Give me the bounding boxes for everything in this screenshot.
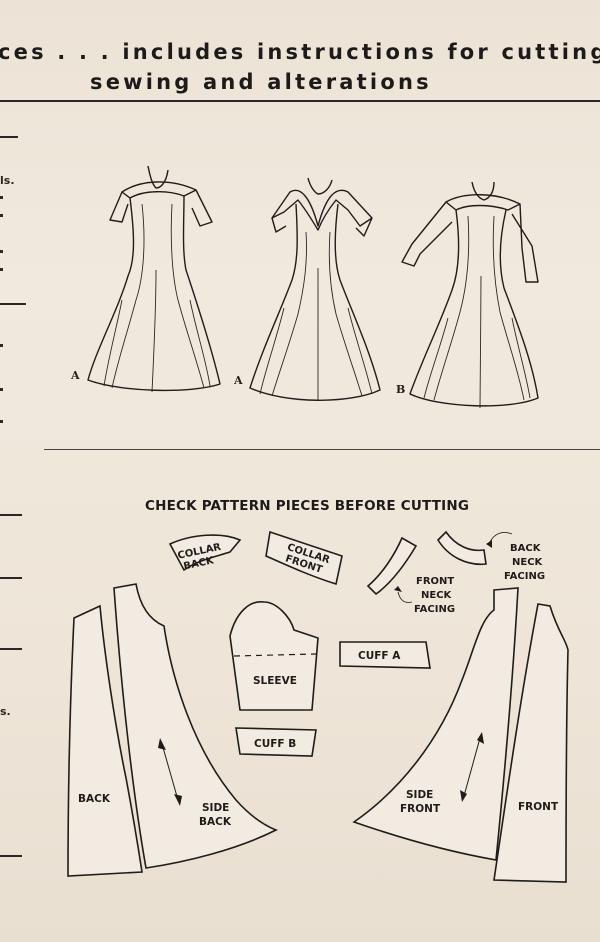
piece-label: SLEEVE — [253, 675, 297, 687]
margin-fragment: ls. — [0, 174, 15, 187]
pattern-check-title: CHECK PATTERN PIECES BEFORE CUTTING — [145, 498, 470, 514]
margin-mark — [0, 196, 3, 199]
view-letter: A — [70, 369, 80, 382]
cuff-a-piece: CUFF A — [339, 641, 431, 669]
margin-rule — [0, 136, 18, 138]
collar-back-piece: COLLAR BACK — [168, 534, 242, 572]
piece-label: BACK — [510, 543, 542, 554]
piece-label: CUFF B — [254, 738, 296, 750]
piece-label: SIDE — [406, 789, 433, 801]
piece-label: SIDE — [202, 802, 229, 814]
front-neck-facing-piece: FRONT NECK FACING — [366, 536, 455, 615]
back-neck-facing-piece: BACK NECK FACING — [436, 530, 545, 582]
margin-rule — [0, 514, 22, 516]
view-b-long-sleeve-dress: B — [396, 181, 539, 409]
side-front-piece: SIDE FRONT — [352, 587, 519, 861]
side-back-piece: SIDE BACK — [113, 583, 278, 869]
header-line-1: ces . . . includes instructions for cutt… — [0, 40, 600, 64]
margin-mark — [0, 268, 3, 271]
margin-mark — [0, 214, 3, 217]
margin-rule — [0, 855, 22, 857]
piece-label: NECK — [512, 557, 544, 568]
view-a-short-sleeve-dress: A — [70, 165, 221, 393]
view-letter: A — [233, 374, 243, 387]
sleeve-piece: SLEEVE — [229, 601, 319, 711]
piece-label: FRONT — [518, 801, 559, 813]
piece-label: FACING — [414, 604, 455, 615]
piece-label: NECK — [421, 590, 453, 601]
margin-rule — [0, 303, 26, 305]
margin-mark — [0, 420, 3, 423]
piece-label: BACK — [199, 816, 232, 828]
view-letter: B — [396, 383, 405, 396]
header-rule — [0, 100, 600, 102]
front-piece: FRONT — [493, 603, 569, 883]
piece-label: CUFF A — [358, 650, 401, 662]
piece-label: FRONT — [400, 803, 441, 815]
view-a-collar-dress: A — [233, 177, 381, 401]
header-line-2: sewing and alterations — [90, 70, 432, 94]
margin-rule — [0, 648, 22, 650]
cuff-b-piece: CUFF B — [235, 727, 317, 757]
piece-label: FRONT — [416, 576, 454, 587]
margin-rule — [0, 577, 22, 579]
piece-label: BACK — [78, 793, 111, 805]
piece-label: FACING — [504, 571, 545, 582]
section-divider — [44, 449, 600, 450]
margin-mark — [0, 388, 3, 391]
margin-fragment: s. — [0, 705, 11, 718]
collar-front-piece: COLLAR FRONT — [265, 530, 343, 586]
back-piece: BACK — [67, 604, 143, 877]
margin-mark — [0, 250, 3, 253]
margin-mark — [0, 344, 3, 347]
